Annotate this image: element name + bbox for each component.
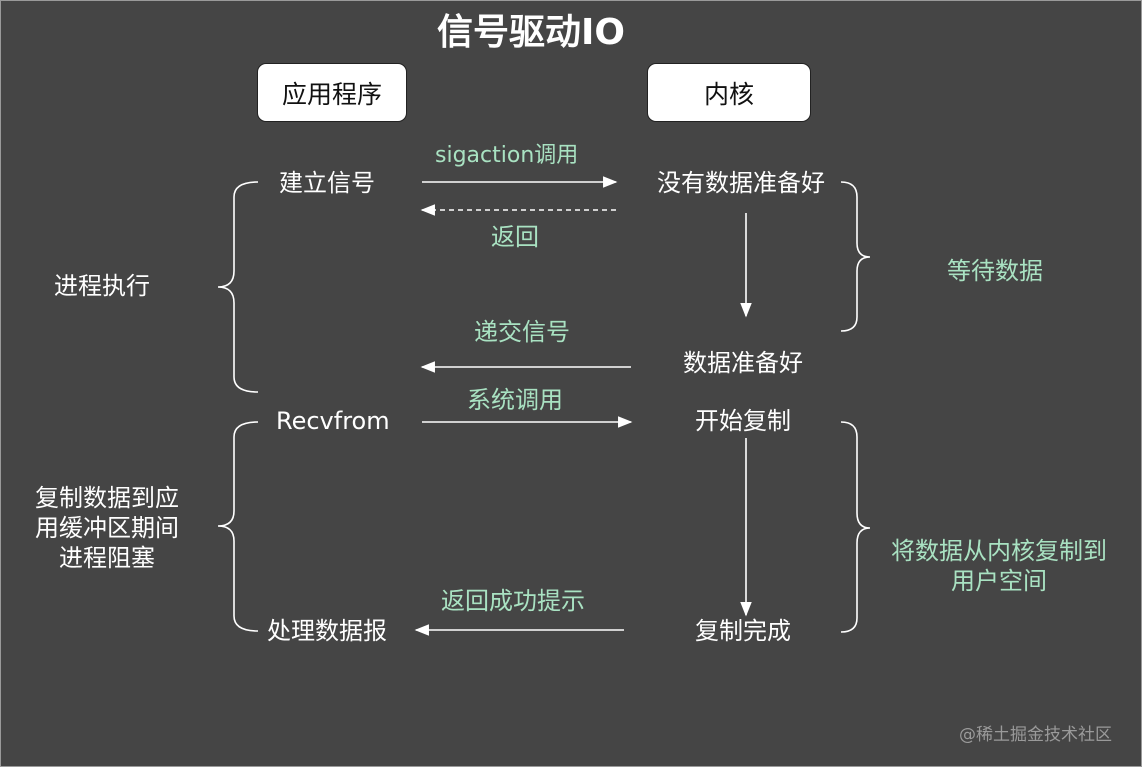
label-system-call: 系统调用 — [467, 386, 563, 414]
phase-process-blocked-line2: 用缓冲区期间 — [35, 514, 179, 542]
phase-copy-to-user-line2: 用户空间 — [951, 567, 1047, 595]
label-sigaction-call: sigaction调用 — [435, 143, 579, 168]
kernel-step-copy-done: 复制完成 — [695, 617, 791, 645]
brace-wait-data — [840, 181, 871, 332]
phase-copy-to-user-line1: 将数据从内核复制到 — [891, 537, 1107, 565]
app-step-process-datagram: 处理数据报 — [267, 617, 387, 645]
phase-wait-data: 等待数据 — [947, 257, 1043, 285]
label-deliver-signal: 递交信号 — [474, 318, 570, 346]
label-return: 返回 — [491, 223, 539, 251]
kernel-step-no-data-ready: 没有数据准备好 — [657, 169, 825, 197]
watermark: @稀土掘金技术社区 — [959, 725, 1112, 745]
phase-process-blocked-line1: 复制数据到应 — [35, 484, 179, 512]
lane-header-app-label: 应用程序 — [281, 79, 382, 109]
phase-process-running: 进程执行 — [54, 272, 150, 300]
label-return-success: 返回成功提示 — [441, 587, 585, 615]
phase-process-blocked: 复制数据到应 用缓冲区期间 进程阻塞 — [29, 483, 185, 573]
phase-copy-to-user: 将数据从内核复制到 用户空间 — [881, 536, 1117, 596]
app-step-recvfrom: Recvfrom — [276, 407, 390, 435]
lane-header-kernel-label: 内核 — [703, 79, 754, 109]
lane-header-app: 应用程序 — [257, 63, 407, 122]
app-step-establish-signal: 建立信号 — [279, 169, 375, 197]
lane-header-kernel: 内核 — [647, 63, 811, 122]
brace-copy-to-user — [840, 421, 871, 633]
diagram-title: 信号驱动IO — [437, 12, 625, 53]
kernel-step-data-ready: 数据准备好 — [683, 349, 803, 377]
kernel-step-start-copy: 开始复制 — [695, 407, 791, 435]
brace-process-blocked — [217, 421, 259, 632]
phase-process-blocked-line3: 进程阻塞 — [59, 544, 155, 572]
brace-process-running — [217, 181, 259, 393]
